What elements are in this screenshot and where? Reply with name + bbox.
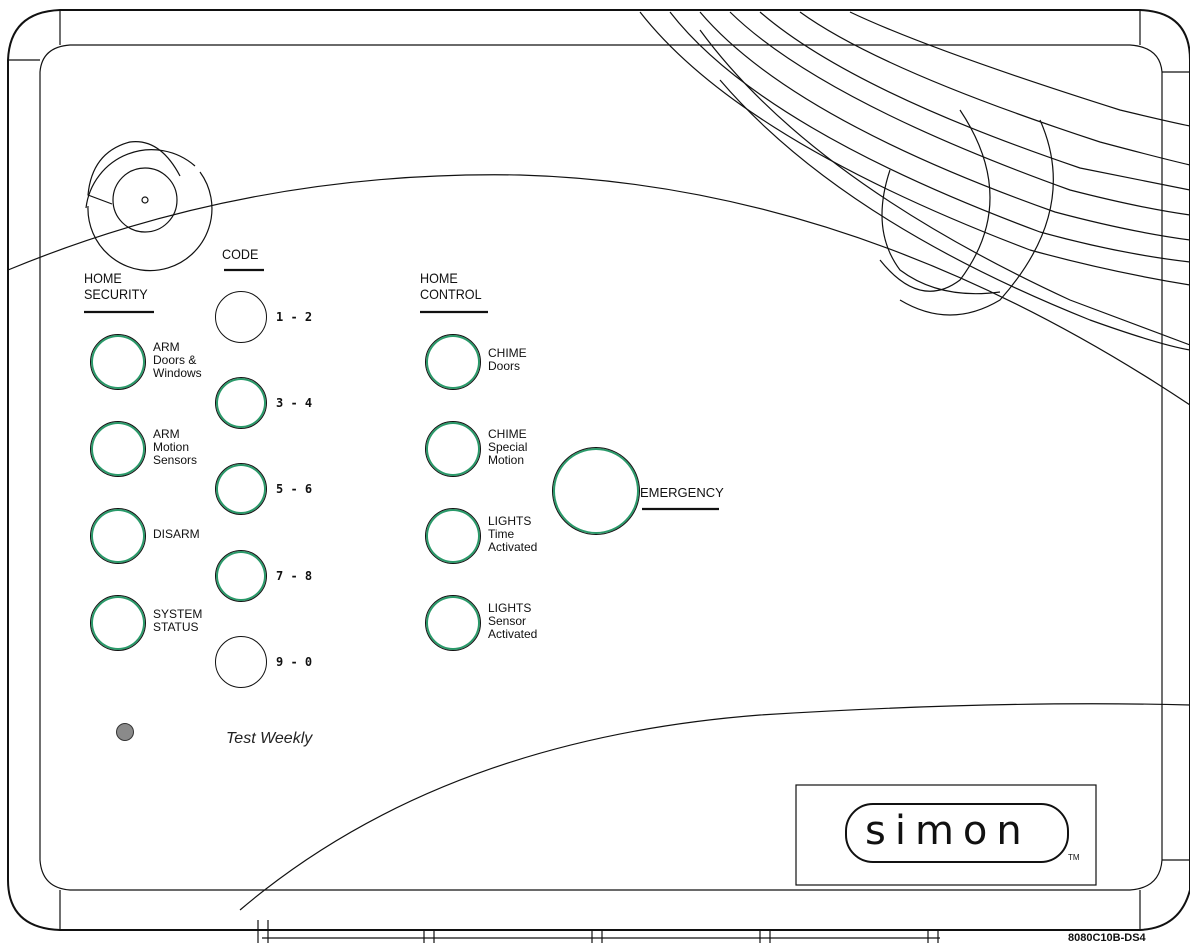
code-key-label: 9 - 0 xyxy=(276,655,313,669)
emergency-button[interactable] xyxy=(552,447,640,535)
chime-doors-button[interactable] xyxy=(425,334,481,390)
trademark-mark: TM xyxy=(1068,853,1080,862)
code-key-1[interactable] xyxy=(215,291,267,343)
part-number: 8080C10B-DS4 xyxy=(1068,932,1146,944)
lights-time-activated-button[interactable] xyxy=(425,508,481,564)
chime-special-motion-button[interactable] xyxy=(425,421,481,477)
heading-home-security: HOME SECURITY xyxy=(84,270,148,302)
test-weekly-label: Test Weekly xyxy=(226,730,313,747)
code-key-2[interactable] xyxy=(215,377,267,429)
code-key-label: 1 - 2 xyxy=(276,310,313,324)
heading-home-control: HOME CONTROL xyxy=(420,270,482,302)
code-key-label: 3 - 4 xyxy=(276,396,313,410)
face-outline xyxy=(39,44,1163,891)
status-led xyxy=(116,723,134,741)
heading-code: CODE xyxy=(222,246,259,262)
code-key-label: 5 - 6 xyxy=(276,482,313,496)
disarm-label: DISARM xyxy=(153,526,200,541)
code-key-3[interactable] xyxy=(215,463,267,515)
logo-box xyxy=(795,784,1097,886)
keylock-icon xyxy=(85,141,213,272)
system-status-button[interactable] xyxy=(90,595,146,651)
simon-logo-text: simon xyxy=(865,808,1031,854)
arm-doors-windows-button[interactable] xyxy=(90,334,146,390)
lights-sensor-activated-button[interactable] xyxy=(425,595,481,651)
code-key-5[interactable] xyxy=(215,636,267,688)
arm-motion-sensors-button[interactable] xyxy=(90,421,146,477)
disarm-button[interactable] xyxy=(90,508,146,564)
lower-sweep xyxy=(239,703,1190,911)
code-key-4[interactable] xyxy=(215,550,267,602)
code-key-label: 7 - 8 xyxy=(276,569,313,583)
simon-logo xyxy=(845,803,1069,863)
emergency-label: EMERGENCY xyxy=(640,485,724,500)
